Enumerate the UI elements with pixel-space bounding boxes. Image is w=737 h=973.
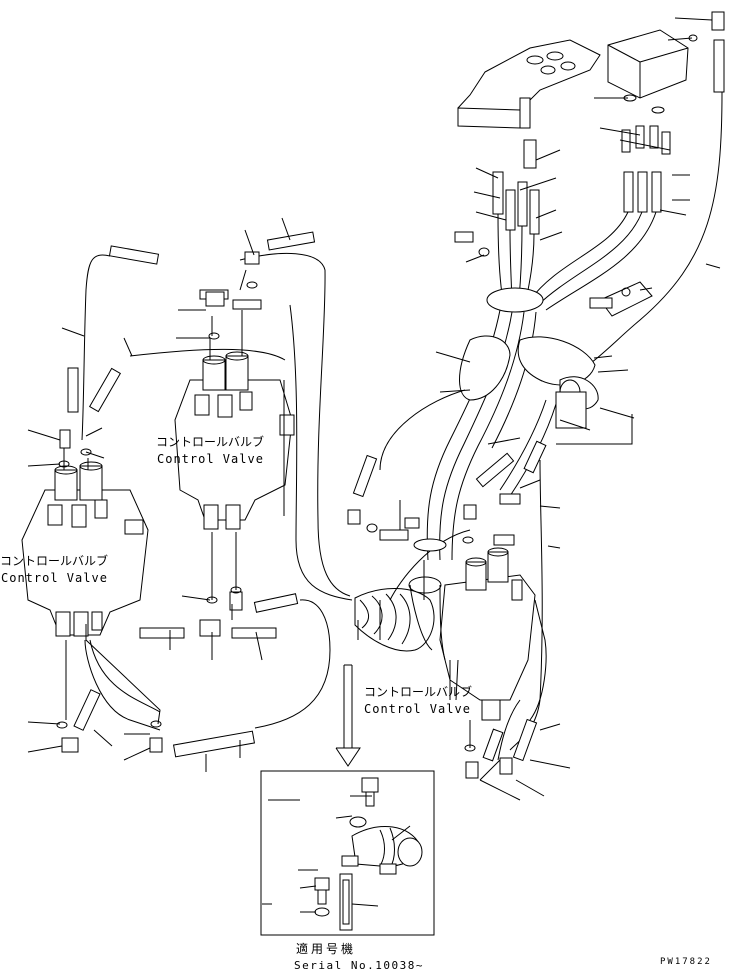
hose-segments bbox=[56, 231, 547, 779]
main-control-valve bbox=[439, 547, 536, 721]
left-control-valve bbox=[21, 461, 149, 637]
leader-lines bbox=[27, 17, 721, 801]
pilot-hose-bundle bbox=[426, 91, 723, 561]
main-valve-label-jp: コントロールバルブ bbox=[364, 685, 473, 699]
main-valve-label-en: Control Valve bbox=[364, 702, 471, 716]
inset-box bbox=[260, 770, 435, 936]
center-valve-label-jp: コントロールバルブ bbox=[156, 435, 265, 449]
drawing-code: PW17822 bbox=[660, 957, 712, 967]
left-valve-label-jp: コントロールバルブ bbox=[0, 554, 109, 568]
inset-caption-jp: 適用号機 bbox=[296, 942, 357, 956]
left-valve-label-en: Control Valve bbox=[1, 571, 108, 585]
center-control-valve bbox=[174, 351, 295, 530]
pilot-block-box bbox=[607, 29, 689, 99]
wrapped-hose-bundle bbox=[354, 576, 446, 661]
inset-caption-serial: Serial No.10038~ bbox=[294, 959, 424, 972]
center-valve-label-en: Control Valve bbox=[157, 452, 264, 466]
pilot-control-bracket bbox=[457, 39, 601, 169]
down-arrow bbox=[335, 664, 361, 767]
